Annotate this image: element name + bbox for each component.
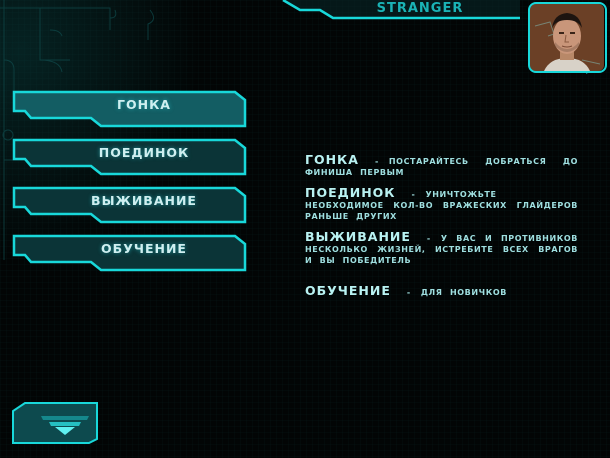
avatar[interactable] (530, 4, 604, 71)
description-title: ОБУЧЕНИЕ (305, 283, 391, 298)
description-title: ГОНКА (305, 152, 359, 167)
circuit-decoration (0, 0, 154, 260)
description-text: ПОСТАРАЙТЕСЬ ДОБРАТЬСЯ ДО ФИНИША ПЕРВЫМ (305, 157, 578, 177)
description-text: ДЛЯ НОВИЧКОВ (420, 288, 507, 297)
description-survival: ВЫЖИВАНИЕ-У ВАС И ПРОТИВНИКОВ НЕСКОЛЬКО … (305, 229, 578, 265)
avatar-border (528, 2, 607, 73)
description-race: ГОНКА-ПОСТАРАЙТЕСЬ ДОБРАТЬСЯ ДО ФИНИША П… (305, 152, 578, 177)
description-duel: ПОЕДИНОК-УНИЧТОЖЬТЕ НЕОБХОДИМОЕ КОЛ-ВО В… (305, 185, 578, 221)
menu-button-label: ПОЕДИНОК (98, 145, 190, 160)
menu-button-survival[interactable]: ВЫЖИВАНИЕ (11, 185, 247, 225)
scroll-down-button[interactable] (11, 401, 99, 445)
description-text: УНИЧТОЖЬТЕ НЕОБХОДИМОЕ КОЛ-ВО ВРАЖЕСКИХ … (305, 190, 578, 221)
description-training: ОБУЧЕНИЕ-ДЛЯ НОВИЧКОВ (305, 283, 507, 298)
description-title: ПОЕДИНОК (305, 185, 396, 200)
top-bar: STRANGER (0, 0, 530, 24)
triangle-down-icon (41, 416, 89, 435)
menu-button-race[interactable]: ГОНКА (11, 89, 247, 129)
description-text: У ВАС И ПРОТИВНИКОВ НЕСКОЛЬКО ЖИЗНЕЙ, ИС… (305, 234, 578, 265)
menu-button-training[interactable]: ОБУЧЕНИЕ (11, 233, 247, 273)
menu-button-label: ГОНКА (117, 97, 171, 112)
menu-button-label: ОБУЧЕНИЕ (101, 241, 187, 256)
description-title: ВЫЖИВАНИЕ (305, 229, 411, 244)
menu-button-label: ВЫЖИВАНИЕ (91, 193, 197, 208)
player-name: STRANGER (376, 1, 464, 16)
player-portrait-icon (530, 4, 604, 71)
menu-button-duel[interactable]: ПОЕДИНОК (11, 137, 247, 177)
